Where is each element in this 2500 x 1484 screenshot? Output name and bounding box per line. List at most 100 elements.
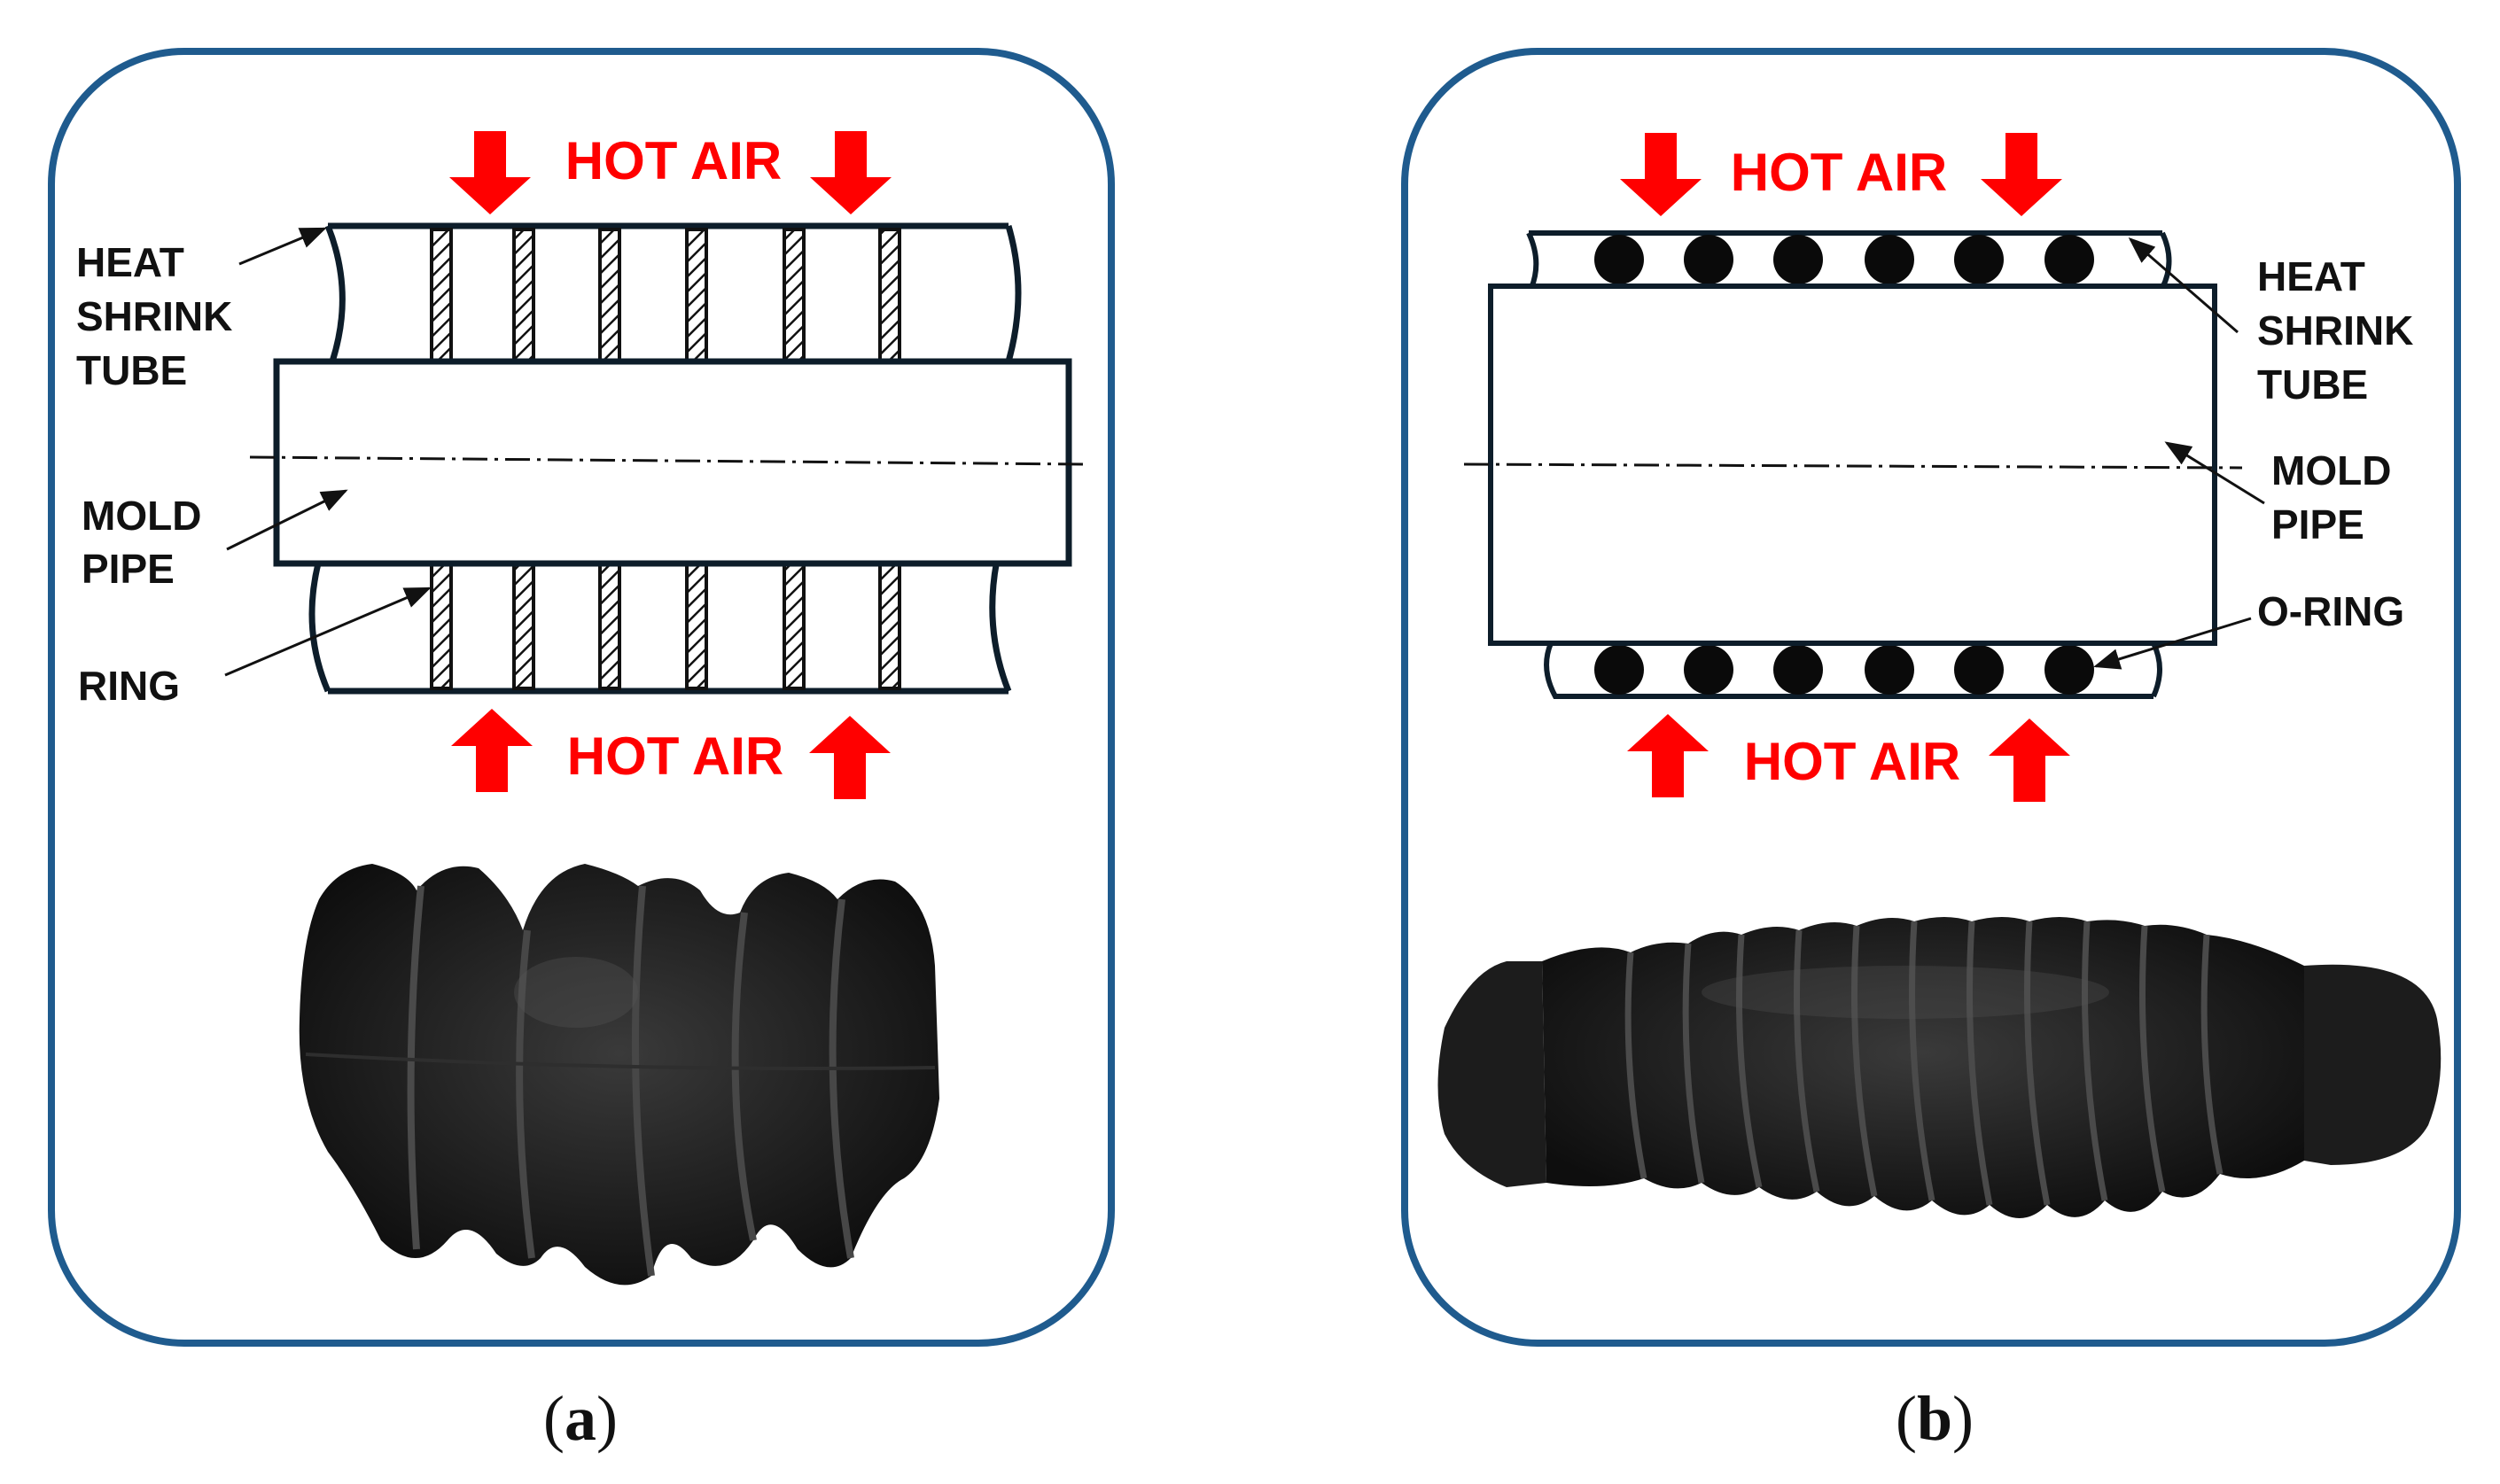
o-ring <box>2044 235 2094 284</box>
leader-line-heat-shrink-tube <box>2128 237 2239 334</box>
leader-line-mold-pipe <box>2164 441 2265 505</box>
bellows-end-left <box>1437 961 1546 1187</box>
bellows-ridge <box>2139 925 2166 1193</box>
o-ring <box>1954 645 2004 695</box>
label-pipe: PIPE <box>82 546 175 592</box>
label-mold: MOLD <box>2271 447 2391 493</box>
bellows-ridge <box>1624 952 1647 1179</box>
bellows-ridge <box>1736 934 1763 1188</box>
bellows-highlight <box>514 957 638 1028</box>
label-ring: RING <box>78 663 180 709</box>
label-o-ring: O-RING <box>2257 588 2404 634</box>
leader-line-mold-pipe <box>226 489 348 551</box>
caption-b-open: ( <box>1896 1383 1917 1454</box>
hot-air-label-bottom: HOT AIR <box>567 726 783 786</box>
bellows-highlight <box>1702 966 2109 1019</box>
hot-air-arrow-down-icon <box>449 131 531 214</box>
label-mold: MOLD <box>82 493 201 539</box>
centerline <box>1463 462 2243 470</box>
caption-a: (a) <box>543 1383 618 1454</box>
bellows-photo-b <box>1437 917 2442 1218</box>
o-ring <box>1954 235 2004 284</box>
hot-air-label-bottom: HOT AIR <box>1744 732 1960 791</box>
bellows-ridge <box>731 912 757 1241</box>
panel-a: HOT AIR HOT AIR HEAT SHRINK TUBE MOLD PI… <box>48 48 1115 1454</box>
ring <box>878 563 901 690</box>
label-tube: TUBE <box>76 347 187 393</box>
hot-air-arrow-up-icon <box>451 709 533 792</box>
bellows-ridge <box>1851 925 1878 1197</box>
o-ring <box>1594 645 1644 695</box>
caption-a-close: ) <box>596 1383 618 1454</box>
o-ring <box>1684 235 1733 284</box>
bellows-ridge <box>2024 921 2051 1206</box>
o-ring <box>2044 645 2094 695</box>
o-ring <box>1684 645 1733 695</box>
bellows-ridge <box>2200 934 2224 1175</box>
ring <box>598 228 621 362</box>
panel-a-frame <box>48 48 1115 1347</box>
o-rings-bottom <box>1594 645 2094 695</box>
label-heat: HEAT <box>2257 253 2365 299</box>
ring <box>685 563 708 690</box>
o-ring <box>1865 235 1914 284</box>
hot-air-label-top: HOT AIR <box>1731 143 1947 202</box>
heat-shrink-tube-top <box>324 222 1022 363</box>
rings-bottom <box>430 563 901 690</box>
o-ring <box>1773 645 1823 695</box>
bellows-ridge <box>516 929 535 1259</box>
bellows-body <box>1542 917 2304 1218</box>
panel-b-frame <box>1401 48 2461 1347</box>
panel-b: HOT AIR HOT AIR HEAT SHRINK TUBE MOLD PI… <box>1401 48 2461 1454</box>
ring <box>430 228 453 362</box>
hot-air-arrow-down-icon <box>1620 133 1702 216</box>
ring <box>878 228 901 362</box>
label-pipe: PIPE <box>2271 501 2364 548</box>
o-ring <box>1773 235 1823 284</box>
ring <box>685 228 708 362</box>
hot-air-arrow-down-icon <box>1981 133 2062 216</box>
hot-air-arrow-up-icon <box>809 716 891 799</box>
caption-b-letter: b <box>1917 1383 1952 1454</box>
ring <box>512 228 535 362</box>
caption-b-close: ) <box>1952 1383 1974 1454</box>
leader-line-heat-shrink-tube <box>238 227 327 266</box>
hot-air-arrow-up-icon <box>1627 714 1709 797</box>
hot-air-label-top: HOT AIR <box>565 131 782 190</box>
caption-b: (b) <box>1896 1383 1974 1454</box>
bellows-ridge <box>1909 921 1935 1201</box>
ring <box>783 563 806 690</box>
label-shrink: SHRINK <box>76 293 232 339</box>
o-ring <box>1865 645 1914 695</box>
label-tube: TUBE <box>2257 361 2368 408</box>
ring <box>783 228 806 362</box>
bellows-seam <box>305 1053 936 1070</box>
leader-line-o-ring <box>2093 617 2252 670</box>
label-heat: HEAT <box>76 239 184 285</box>
bellows-ridge <box>407 885 424 1250</box>
bellows-end-right <box>2304 964 2442 1165</box>
centerline <box>249 455 1086 466</box>
bellows-ridge <box>632 885 655 1277</box>
rings-top <box>430 228 901 362</box>
label-shrink: SHRINK <box>2257 307 2413 354</box>
hot-air-arrow-up-icon <box>1989 719 2070 802</box>
caption-a-open: ( <box>543 1383 565 1454</box>
o-ring <box>1594 235 1644 284</box>
bellows-ridge <box>2082 921 2108 1201</box>
bellows-body <box>299 864 939 1286</box>
bellows-ridge <box>1682 943 1705 1184</box>
caption-a-letter: a <box>565 1383 596 1454</box>
ring <box>430 563 453 690</box>
ring <box>598 563 621 690</box>
heat-shrink-tube-bottom <box>308 559 1012 695</box>
o-rings-top <box>1594 235 2094 284</box>
hot-air-arrow-down-icon <box>810 131 892 214</box>
leader-line-ring <box>224 587 432 677</box>
bellows-ridge <box>1794 929 1820 1193</box>
bellows-ridge <box>829 898 854 1259</box>
bellows-photo-a <box>299 864 939 1286</box>
ring <box>512 563 535 690</box>
bellows-ridge <box>1967 921 1993 1206</box>
